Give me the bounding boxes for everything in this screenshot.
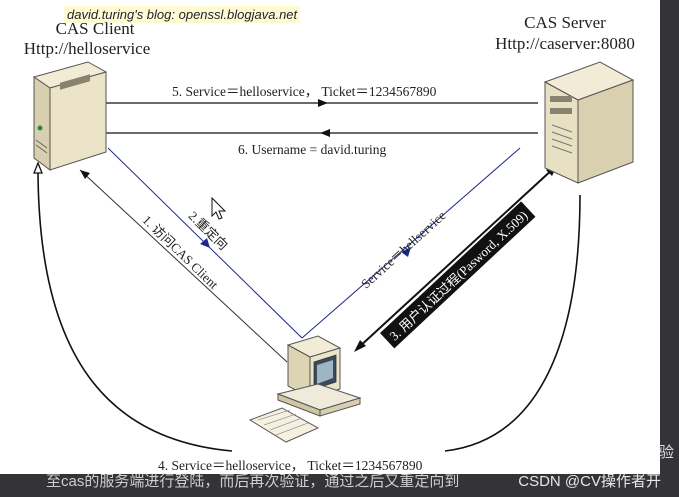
article-bottom-text: 至cas的服务端进行登陆，而后再次验证，通过之后又重定向到 [46,473,460,490]
server-title: CAS Server [524,13,606,32]
edge-1-line [79,169,288,363]
blog-watermark: david.turing's blog: openssl.blogjava.ne… [64,6,301,23]
user-computer-icon [248,335,362,443]
diagram-canvas: david.turing's blog: openssl.blogjava.ne… [0,0,660,474]
cas-server-icon [543,61,635,184]
client-url: Http://helloservice [23,39,151,58]
edge-6-label: 6. Username = david.turing [238,142,387,157]
edge-5-label: 5. Service＝helloservice， Ticket＝12345678… [172,84,437,99]
client-title: CAS Client [55,19,135,38]
mouse-cursor-icon [211,196,227,220]
server-url: Http://caserver:8080 [495,34,635,53]
edge-3-line [357,167,555,349]
diagram-svg [32,61,635,452]
right-edge-fragment: 验 [659,444,675,461]
csdn-watermark: CSDN @CV操作者开 [518,473,661,490]
right-arc [444,194,581,452]
client-server-icon [32,61,108,171]
edge-4-label: 4. Service＝helloservice， Ticket＝12345678… [158,458,423,473]
edge-service-line [301,147,521,339]
left-arc [38,168,233,452]
